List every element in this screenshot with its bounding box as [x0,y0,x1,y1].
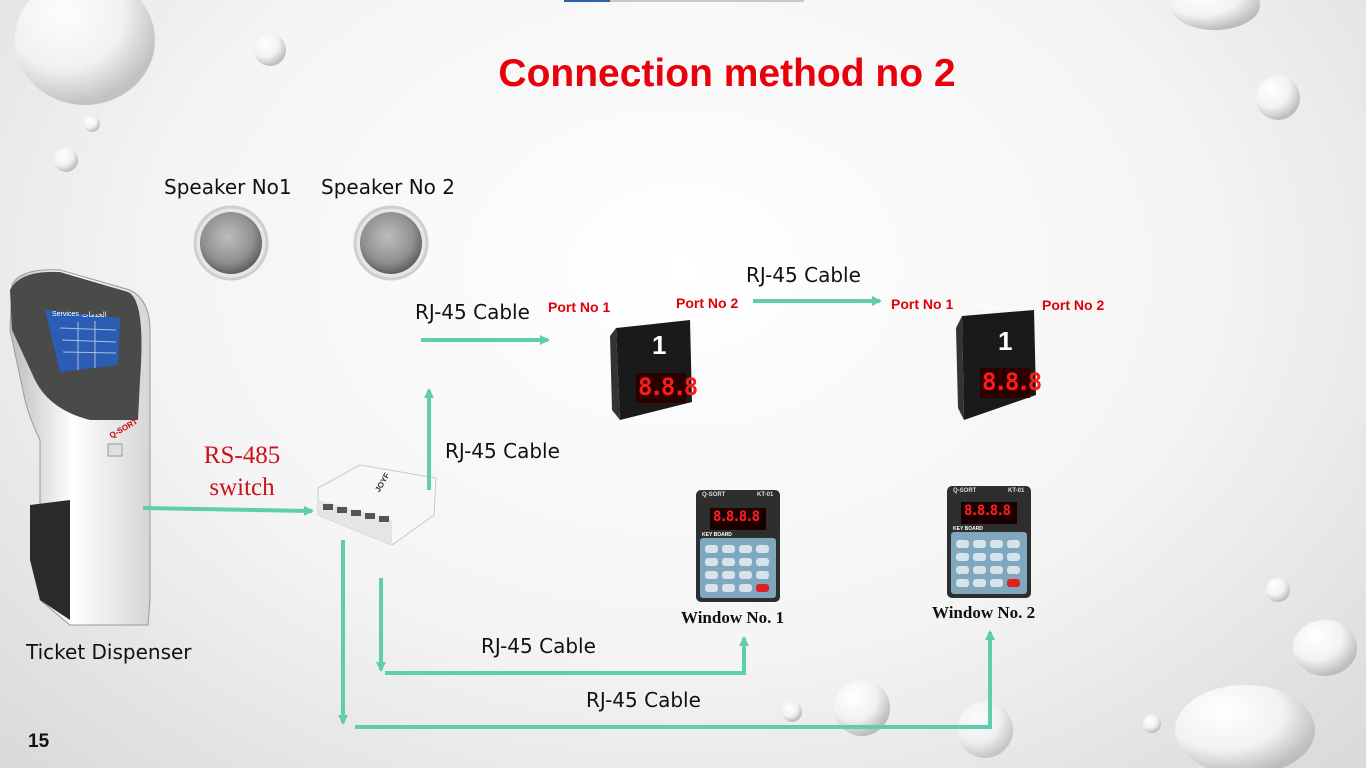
display-2-digits: 8.8.8 [982,368,1042,396]
rs485-label-line1: RS-485 [203,442,281,469]
rs485-switch-label: RS-485 switch [192,440,292,504]
decorative-bubbles [15,0,1357,768]
display-2-counter: 1 [998,326,1013,356]
cable-label-to-window-1: RJ-45 Cable [481,634,596,658]
kiosk-screen-text: Services [52,311,79,318]
cable-label-display-chain: RJ-45 Cable [746,263,861,287]
keypad-2-digits: 8.8.8.8 [964,503,1011,519]
display-2-icon [956,310,1036,420]
ticket-dispenser-icon [9,269,151,626]
display-1-icon [610,320,692,420]
window-2-label: Window No. 2 [932,603,1036,622]
keypad-2-icon [947,486,1031,598]
keypad-1-panel: KEY BOARD [702,532,732,538]
keypad-2-brand: Q-SORT [953,488,977,494]
cable-arrows [142,296,995,729]
display-2-port-out: Port No 2 [1042,297,1105,313]
display-2-port-in: Port No 1 [891,296,954,312]
cable-label-to-window-2: RJ-45 Cable [586,688,701,712]
keypad-1-brand: Q-SORT [702,492,726,498]
speaker-2-label: Speaker No 2 [321,175,455,199]
speaker-1-label: Speaker No1 [164,175,292,199]
rs485-label-line2: switch [209,474,275,501]
cable-label-switch-up: RJ-45 Cable [445,439,560,463]
cable-label-to-display-1: RJ-45 Cable [415,300,530,324]
top-accent-bar [564,0,804,2]
keypad-1-model: KT-01 [757,492,774,498]
display-1-port-in: Port No 1 [548,299,611,315]
keypad-1-icon [696,490,780,602]
kiosk-screen-text-arabic: الخدمات [82,311,107,319]
display-1-port-out: Port No 2 [676,295,739,311]
window-1-label: Window No. 1 [681,608,785,627]
display-1-counter: 1 [652,330,667,360]
keypad-1-digits: 8.8.8.8 [713,509,760,525]
network-switch-icon [317,464,437,546]
keypad-2-panel: KEY BOARD [953,526,983,532]
display-1-digits: 8.8.8 [638,373,698,401]
keypad-2-model: KT-01 [1008,488,1025,494]
ticket-dispenser-label: Ticket Dispenser [26,640,192,664]
page-number: 15 [28,731,50,752]
slide-title: Connection method no 2 [498,52,956,95]
